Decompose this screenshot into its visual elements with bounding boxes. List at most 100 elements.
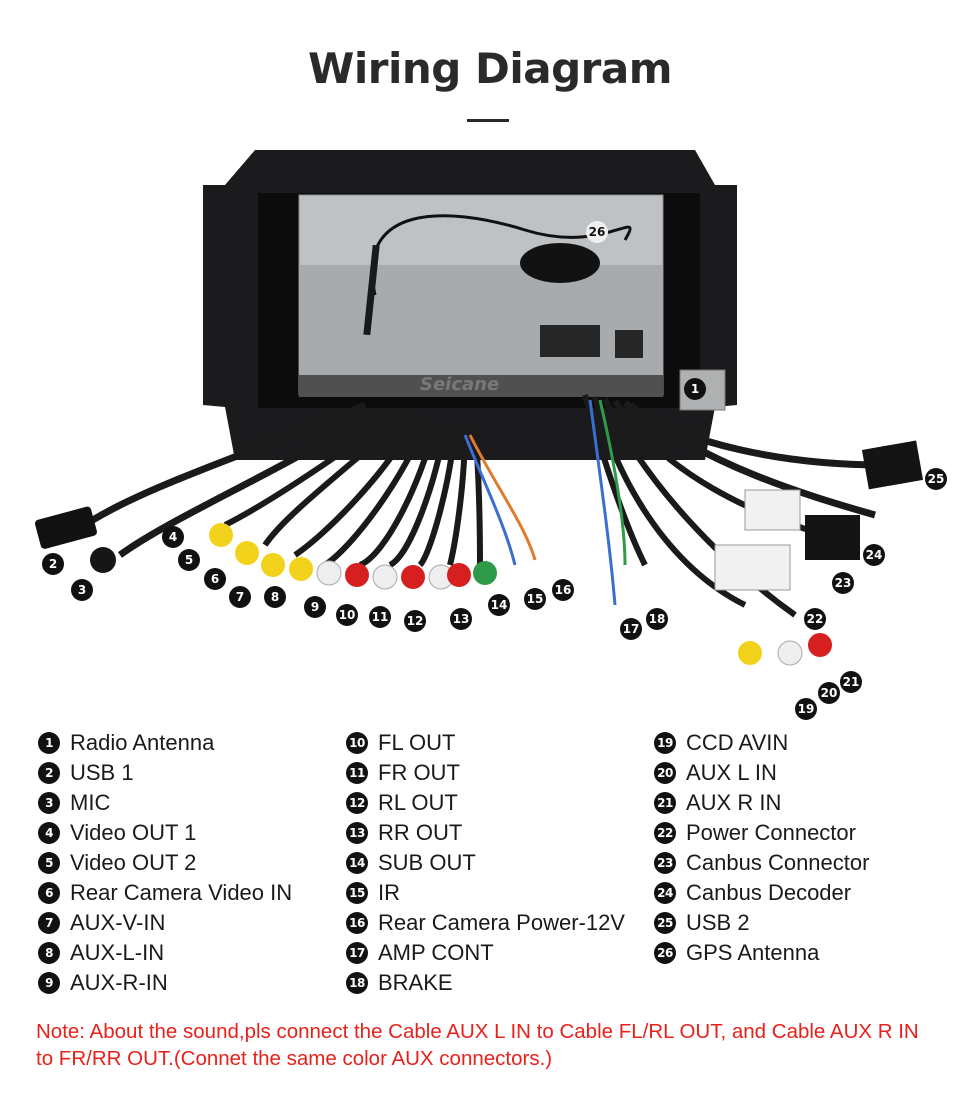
legend-label: MIC (70, 790, 111, 815)
legend-label: Rear Camera Power-12V (378, 910, 625, 935)
svg-text:14: 14 (491, 598, 508, 612)
svg-text:23: 23 (835, 576, 852, 590)
number-badge: 5 (38, 852, 60, 874)
legend-label: SUB OUT (378, 850, 476, 875)
legend-label: IR (378, 880, 400, 905)
canbus-decoder (805, 515, 860, 560)
svg-text:16: 16 (555, 583, 572, 597)
legend-item: 2 USB 1 (38, 758, 292, 788)
number-badge: 26 (654, 942, 676, 964)
svg-text:18: 18 (649, 612, 666, 626)
number-badge: 22 (654, 822, 676, 844)
svg-text:6: 6 (211, 572, 219, 586)
legend-item: 24 Canbus Decoder (654, 878, 869, 908)
legend-label: AMP CONT (378, 940, 494, 965)
svg-text:2: 2 (49, 557, 57, 571)
legend-label: Canbus Connector (686, 850, 870, 875)
number-badge: 2 (38, 762, 60, 784)
legend-label: FR OUT (378, 760, 460, 785)
legend-item: 6 Rear Camera Video IN (38, 878, 292, 908)
legend-item: 15 IR (346, 878, 625, 908)
legend-label: CCD AVIN (686, 730, 789, 755)
power-connector (714, 544, 791, 591)
number-badge: 9 (38, 972, 60, 994)
legend-item: 13 RR OUT (346, 818, 625, 848)
legend-item: 16 Rear Camera Power-12V (346, 908, 625, 938)
number-badge: 1 (38, 732, 60, 754)
number-badge: 14 (346, 852, 368, 874)
number-badge: 17 (346, 942, 368, 964)
legend-item: 17 AMP CONT (346, 938, 625, 968)
legend-item: 26 GPS Antenna (654, 938, 869, 968)
number-badge: 13 (346, 822, 368, 844)
number-badge: 16 (346, 912, 368, 934)
legend-item: 7 AUX-V-IN (38, 908, 292, 938)
gps-antenna-puck (520, 243, 600, 283)
legend-label: RL OUT (378, 790, 458, 815)
canbus-connector (744, 489, 801, 531)
legend-label: Rear Camera Video IN (70, 880, 293, 905)
watermark: Seicane (420, 374, 499, 395)
legend-item: 4 Video OUT 1 (38, 818, 292, 848)
number-badge: 7 (38, 912, 60, 934)
number-badge: 11 (346, 762, 368, 784)
usb1-plug (34, 506, 97, 549)
svg-text:19: 19 (798, 702, 815, 716)
legend-label: USB 2 (686, 910, 750, 935)
number-badge: 18 (346, 972, 368, 994)
legend-item: 19 CCD AVIN (654, 728, 869, 758)
legend-item: 11 FR OUT (346, 758, 625, 788)
legend-label: Video OUT 1 (70, 820, 197, 845)
legend-label: FL OUT (378, 730, 456, 755)
legend-label: AUX-V-IN (70, 910, 166, 935)
number-badge: 24 (654, 882, 676, 904)
svg-text:25: 25 (928, 472, 945, 486)
legend-label: USB 1 (70, 760, 134, 785)
number-badge: 15 (346, 882, 368, 904)
legend-label: AUX-L-IN (70, 940, 165, 965)
svg-text:24: 24 (866, 548, 883, 562)
head-unit-photo: Seicane (25, 145, 960, 725)
legend-label: RR OUT (378, 820, 463, 845)
legend-label: AUX L IN (686, 760, 777, 785)
page-title: Wiring Diagram (308, 44, 672, 93)
svg-text:9: 9 (311, 600, 319, 614)
number-badge: 19 (654, 732, 676, 754)
sound-note: Note: About the sound,pls connect the Ca… (36, 1020, 919, 1070)
number-badge: 6 (38, 882, 60, 904)
usb2-plug (861, 440, 924, 490)
legend-item: 20 AUX L IN (654, 758, 869, 788)
number-badge: 20 (654, 762, 676, 784)
svg-text:3: 3 (78, 583, 86, 597)
title-underline (467, 119, 509, 122)
number-badge: 23 (654, 852, 676, 874)
legend-item: 5 Video OUT 2 (38, 848, 292, 878)
svg-text:13: 13 (453, 612, 470, 626)
callouts: 1 2 3 4 5 6 7 8 9 10 11 12 13 14 15 16 1… (42, 221, 947, 720)
rca-plugs (209, 523, 497, 590)
number-badge: 4 (38, 822, 60, 844)
legend-label: Canbus Decoder (686, 880, 852, 905)
svg-text:5: 5 (185, 553, 193, 567)
number-badge: 21 (654, 792, 676, 814)
number-badge: 10 (346, 732, 368, 754)
legend-item: 14 SUB OUT (346, 848, 625, 878)
legend-label: GPS Antenna (686, 940, 820, 965)
svg-text:20: 20 (821, 686, 838, 700)
legend-label: Video OUT 2 (70, 850, 197, 875)
number-badge: 25 (654, 912, 676, 934)
svg-text:21: 21 (843, 675, 860, 689)
legend-label: Radio Antenna (70, 730, 215, 755)
legend-label: BRAKE (378, 970, 453, 995)
legend-item: 18 BRAKE (346, 968, 625, 998)
svg-text:8: 8 (271, 590, 279, 604)
svg-text:11: 11 (372, 610, 389, 624)
